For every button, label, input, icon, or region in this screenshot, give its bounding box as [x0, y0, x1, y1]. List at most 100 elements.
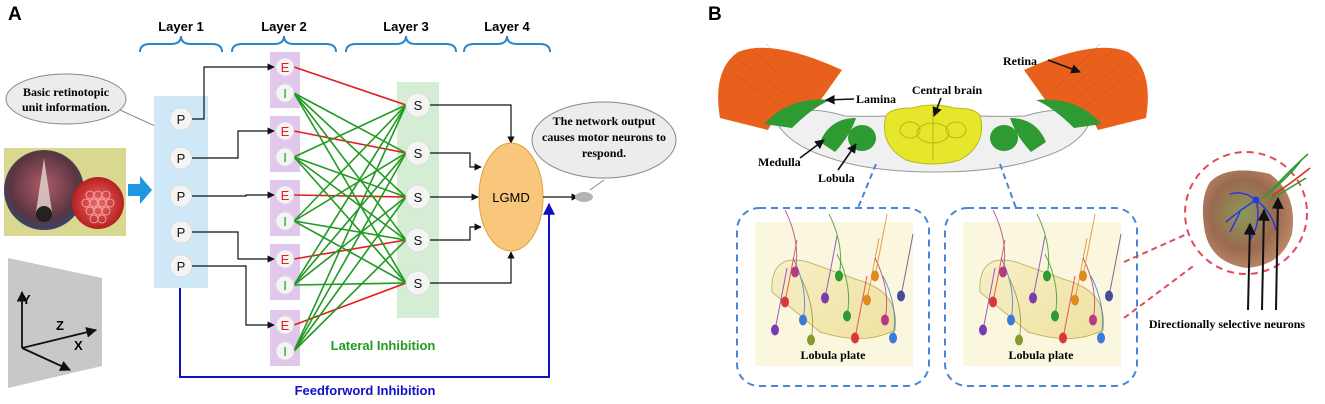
inhibition-line-1-2: [293, 92, 407, 154]
s-to-lgmd-connectors: [430, 104, 515, 284]
lobula-plate-right-label: Lobula plate: [1008, 348, 1074, 362]
neuron-fiber: [1090, 275, 1104, 339]
neuron-fiber: [836, 253, 850, 317]
svg-text:S: S: [414, 146, 423, 161]
neuron-soma: [863, 294, 871, 306]
inhibition-line-1-5: [293, 92, 407, 284]
neuron-soma: [871, 270, 879, 282]
layer-3-label: Layer 3: [383, 19, 429, 34]
inhibition-line-1-3: [293, 92, 407, 198]
axis-x-label: X: [74, 338, 83, 353]
excitatory-line-1: [293, 66, 407, 106]
inhibition-line-4-1: [293, 104, 407, 286]
neuron-fiber: [1036, 213, 1050, 277]
svg-text:S: S: [414, 233, 423, 248]
i-node-2: I: [275, 147, 295, 167]
neuron-soma: [835, 270, 843, 282]
dsn-label: Directionally selective neurons: [1149, 317, 1306, 331]
s-node-1: S: [405, 92, 431, 118]
neuron-soma: [799, 314, 807, 326]
output-node: [575, 192, 593, 202]
svg-text:I: I: [283, 344, 287, 359]
svg-text:I: I: [283, 86, 287, 101]
dsn-magnification: Directionally selective neurons: [1123, 151, 1311, 331]
neuron-soma: [1029, 292, 1037, 304]
i-node-1: I: [275, 83, 295, 103]
neuron-soma: [1097, 332, 1105, 344]
output-callout: The network output causes motor neurons …: [531, 101, 677, 179]
neuron-soma: [881, 314, 889, 326]
axis-y-label: Y: [22, 292, 31, 307]
fly-brain-illustration: [718, 43, 1148, 173]
e-node-5: E: [275, 315, 295, 335]
neuron-soma: [821, 292, 829, 304]
svg-text:S: S: [414, 276, 423, 291]
svg-text:E: E: [281, 188, 290, 203]
neuron-soma: [1105, 290, 1113, 302]
layer-4-label: Layer 4: [484, 19, 530, 34]
neuron-soma: [771, 324, 779, 336]
panel-b-label: B: [708, 4, 722, 25]
svg-text:I: I: [283, 214, 287, 229]
compound-eye-image: [4, 148, 126, 236]
neuron-soma: [807, 334, 815, 346]
input-callout-line-1: Basic retinotopic: [23, 85, 110, 99]
neuron-soma: [1043, 270, 1051, 282]
neuron-soma: [1089, 314, 1097, 326]
p-node-5: P: [169, 254, 193, 278]
lobula-plate-right-callout: Lobula plate: [944, 163, 1138, 387]
e-node-1: E: [275, 57, 295, 77]
inhibition-line-2-3: [293, 156, 407, 198]
e-node-2: E: [275, 121, 295, 141]
s-node-5: S: [405, 270, 431, 296]
neuron-soma: [889, 332, 897, 344]
inhibition-line-4-2: [293, 152, 407, 286]
layer-1-label: Layer 1: [158, 19, 204, 34]
inhibition-line-4-5: [293, 282, 407, 286]
neuron-soma: [851, 332, 859, 344]
p-node-1: P: [169, 107, 193, 131]
p-to-e-connector-1: [192, 63, 275, 120]
neuron-soma: [989, 296, 997, 308]
neuron-soma: [897, 290, 905, 302]
inhibition-line-3-4: [293, 220, 407, 241]
inhibition-line-2-1: [293, 104, 407, 158]
inhibition-line-1-4: [293, 92, 407, 241]
svg-text:I: I: [283, 278, 287, 293]
svg-text:P: P: [177, 189, 186, 204]
neuron-soma: [1015, 334, 1023, 346]
svg-text:E: E: [281, 318, 290, 333]
svg-text:E: E: [281, 124, 290, 139]
neuron-soma: [1059, 332, 1067, 344]
neuron-soma: [1051, 310, 1059, 322]
input-callout: Basic retinotopic unit information.: [5, 73, 169, 133]
neuron-fiber: [1008, 277, 1022, 341]
neuron-fiber: [828, 213, 842, 277]
lobula-label: Lobula: [818, 171, 855, 185]
svg-text:P: P: [177, 259, 186, 274]
inhibition-line-2-4: [293, 156, 407, 241]
axes-graphic: Y Z X: [8, 258, 102, 388]
inhibition-line-5-2: [293, 152, 407, 352]
medulla-label: Medulla: [758, 155, 801, 169]
inhibition-line-3-2: [293, 152, 407, 222]
s-node-3: S: [405, 184, 431, 210]
layer-2-label: Layer 2: [261, 19, 307, 34]
feedforward-inhibition-label: Feedforword Inhibition: [295, 383, 436, 398]
neuron-fiber: [800, 277, 814, 341]
neuron-soma: [999, 266, 1007, 278]
excitatory-line-5: [293, 282, 407, 326]
excitatory-line-2: [293, 130, 407, 154]
svg-text:S: S: [414, 190, 423, 205]
e-node-4: E: [275, 249, 295, 269]
svg-text:E: E: [281, 60, 290, 75]
svg-text:I: I: [283, 150, 287, 165]
neuron-fiber: [992, 209, 1006, 273]
lgmd-label: LGMD: [492, 190, 530, 205]
neuron-soma: [1079, 270, 1087, 282]
output-callout-line-3: respond.: [582, 146, 626, 160]
neuron-soma: [781, 296, 789, 308]
neuron-soma: [979, 324, 987, 336]
axis-z-label: Z: [56, 318, 64, 333]
